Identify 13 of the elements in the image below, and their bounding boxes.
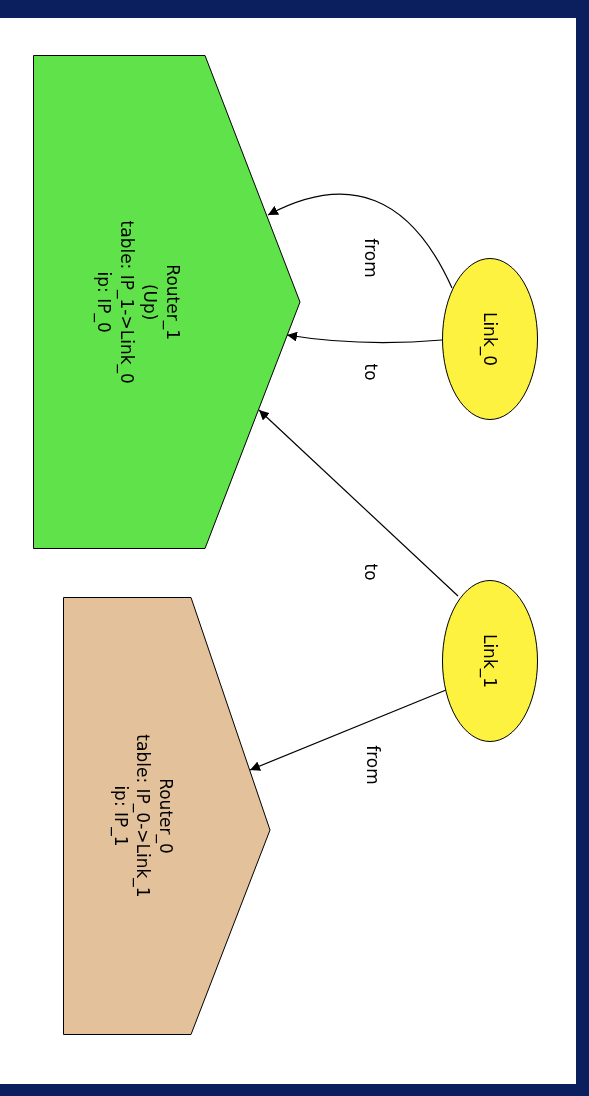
- node-text: Link_0: [478, 311, 502, 367]
- node-text: table: IP_0->Link_1: [131, 734, 155, 898]
- node-text: ip: IP_1: [109, 785, 132, 847]
- node-text: ip: IP_0: [92, 271, 116, 333]
- arrow: [267, 193, 453, 289]
- arrow: [249, 689, 447, 771]
- arrow: [258, 409, 459, 597]
- node-text: Router_0: [154, 778, 178, 854]
- node-text: Link_1: [478, 633, 502, 689]
- node-text: Router_1: [161, 264, 185, 340]
- node-text: table: IP_1->Link_0: [115, 220, 139, 384]
- node-text: (Up): [139, 283, 162, 321]
- arrow: [286, 331, 443, 344]
